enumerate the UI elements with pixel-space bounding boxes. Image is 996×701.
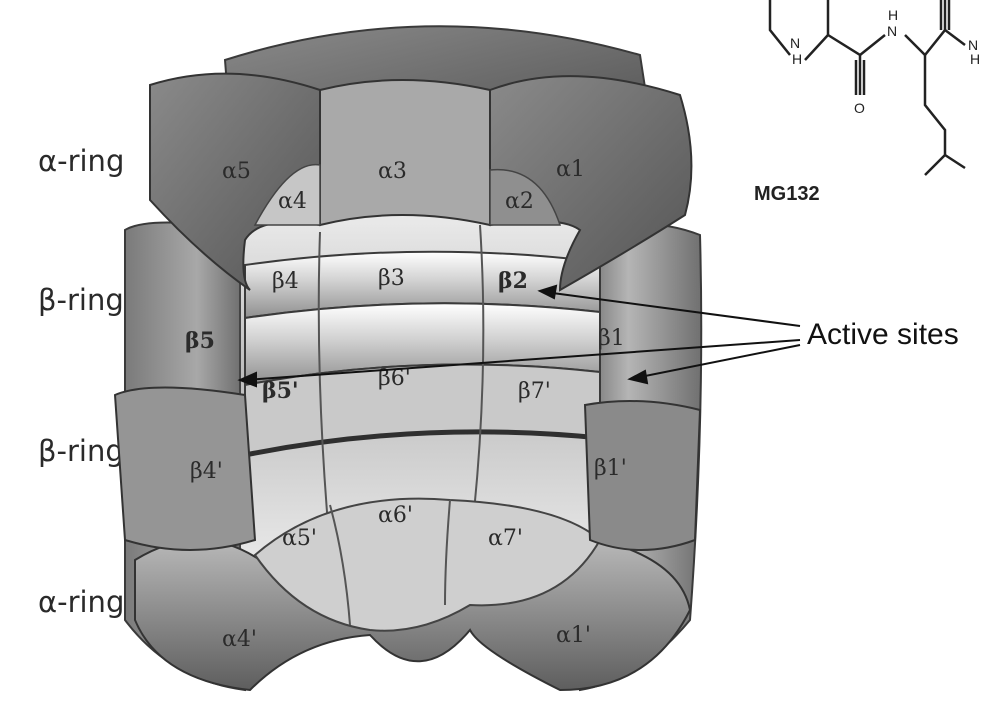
arrow-to-b1	[634, 344, 801, 379]
atom-n3: N	[968, 37, 978, 53]
subunit-b5: β5	[185, 328, 215, 354]
active-sites-label: Active sites	[807, 318, 959, 351]
atom-o1: O	[854, 100, 865, 116]
arrow-head-b2	[537, 284, 558, 300]
ring-label-bottom-alpha: α-ring	[38, 585, 125, 619]
alpha-inner-a4	[253, 163, 321, 226]
arrow-to-b2	[544, 291, 801, 327]
arrow-to-b5	[244, 339, 801, 381]
alpha-ring-top-right	[489, 75, 693, 292]
alpha-inner-a2	[489, 168, 562, 226]
subunit-a1: α1	[556, 157, 585, 182]
alpha-ring-top-middle	[319, 79, 491, 227]
subunit-b4-prime: β4'	[190, 459, 223, 484]
atom-h3: H	[970, 51, 980, 67]
seam-4	[444, 499, 451, 606]
seam-1	[317, 231, 331, 549]
subunit-b1-prime: β1'	[594, 456, 627, 481]
arrow-head-b1	[627, 369, 649, 385]
subunit-a5: α5	[222, 159, 251, 184]
subunit-a5-prime: α5'	[282, 526, 317, 551]
alpha-ring-bottom-inner	[253, 497, 602, 632]
subunit-a4: α4	[278, 189, 307, 214]
atom-h1: H	[792, 51, 802, 67]
subunit-b2: β2	[498, 268, 528, 294]
beta-ring-lower-right-block	[583, 400, 702, 551]
subunit-a7-prime: α7'	[488, 526, 523, 551]
mg132-structure	[768, 0, 966, 176]
ring-label-top-alpha: α-ring	[38, 144, 125, 178]
groove-2	[244, 429, 601, 458]
subunit-a6-prime: α6'	[378, 503, 413, 528]
subunit-a2: α2	[505, 189, 534, 214]
atom-h2: H	[888, 7, 898, 23]
subunit-b5-prime: β5'	[262, 378, 299, 404]
atom-n1: N	[790, 35, 800, 51]
subunit-b7-prime: β7'	[518, 379, 551, 404]
alpha-ring-top-left	[149, 72, 321, 291]
molecule-name: MG132	[754, 183, 820, 205]
ring-label-lower-beta: β-ring	[38, 434, 124, 468]
atom-n2: N	[887, 23, 897, 39]
ring-label-upper-beta: β-ring	[38, 283, 124, 317]
subunit-b1: β1	[598, 326, 625, 351]
subunit-b3: β3	[378, 266, 405, 291]
arrow-head-b5	[237, 371, 257, 388]
subunit-a1-prime: α1'	[556, 623, 591, 648]
subunit-b4: β4	[272, 269, 299, 294]
seam-3	[329, 504, 351, 626]
subunit-a3: α3	[378, 159, 407, 184]
subunit-a4-prime: α4'	[222, 627, 257, 652]
beta-ring-lower-left-block	[113, 386, 257, 551]
active-site-arrows	[237, 284, 801, 388]
